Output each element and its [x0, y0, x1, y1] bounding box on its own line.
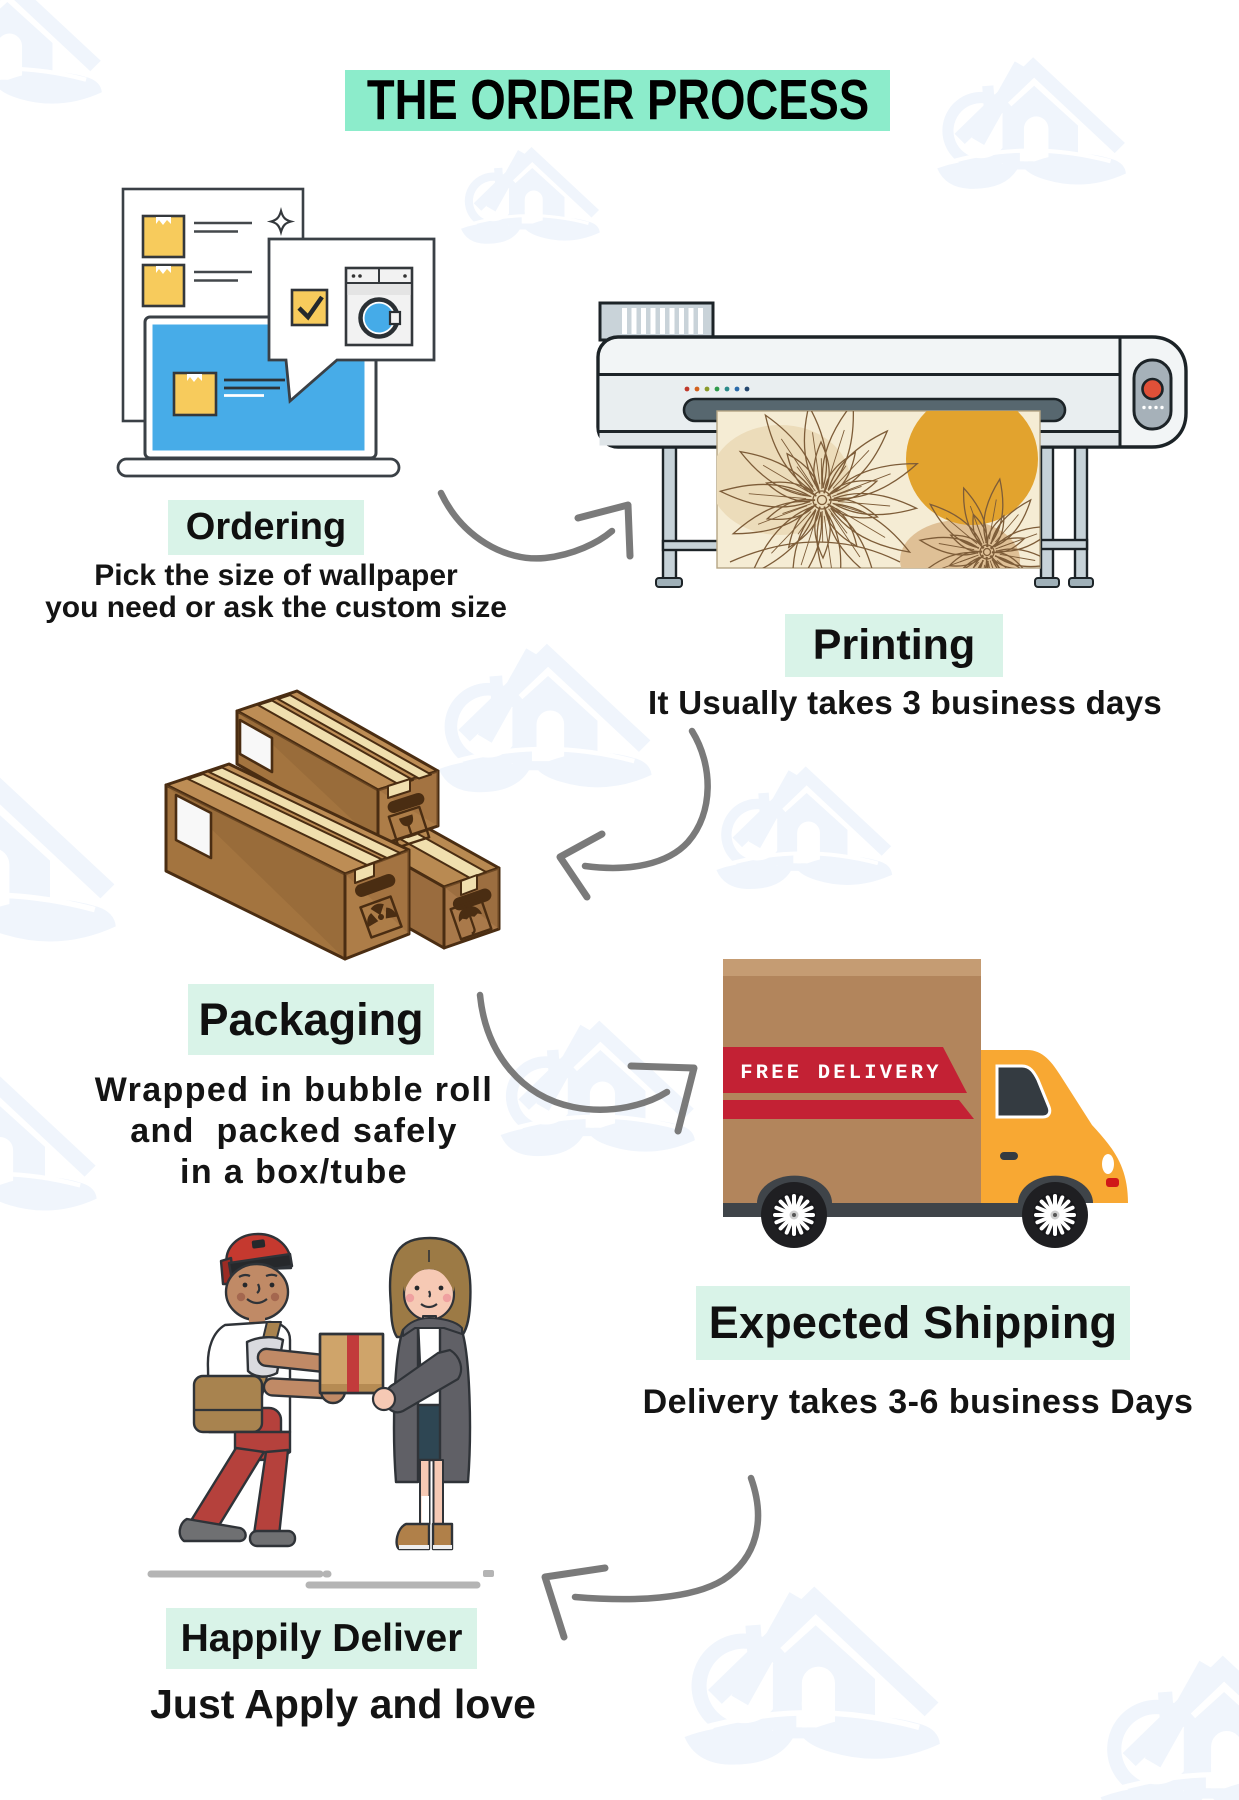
svg-text:FREE DELIVERY: FREE DELIVERY [740, 1062, 942, 1085]
